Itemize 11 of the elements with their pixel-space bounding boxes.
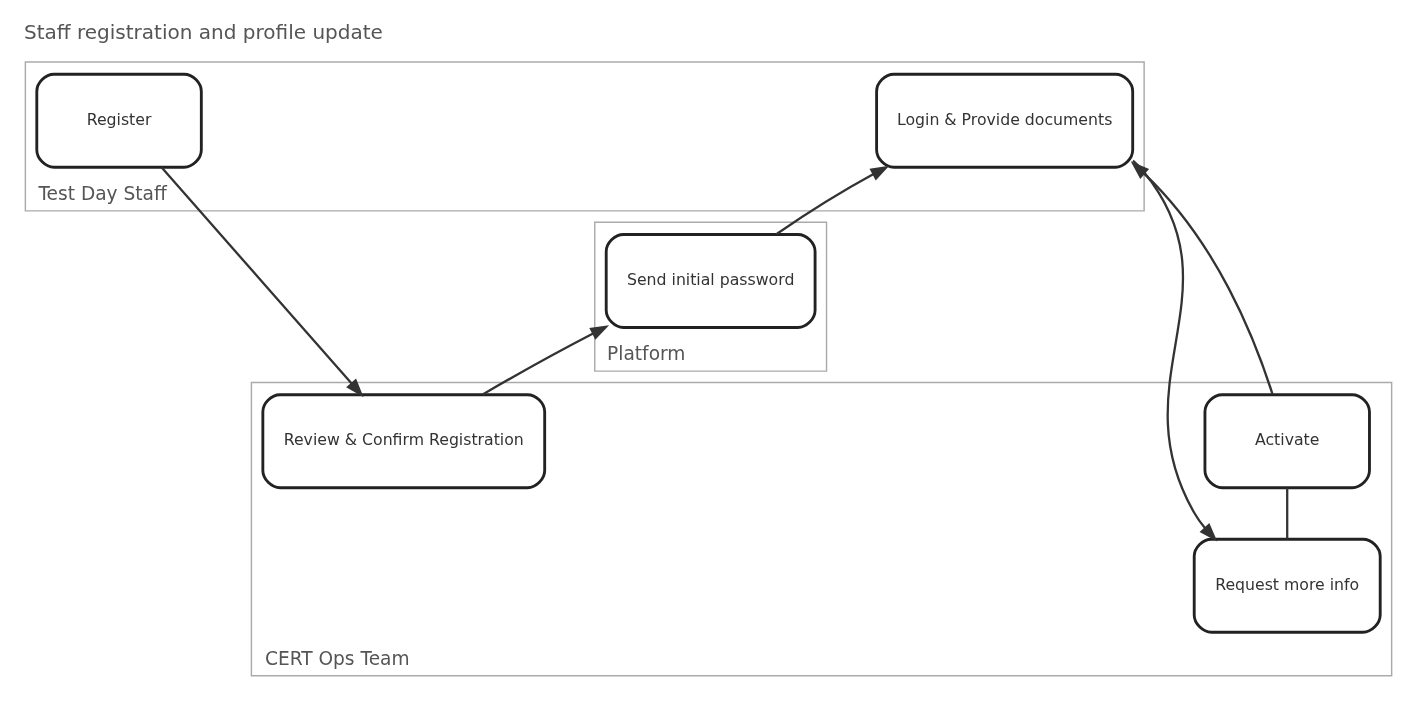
arrow (160, 166, 364, 398)
arrow (775, 165, 890, 236)
arrow (482, 325, 610, 396)
node-box: Review & Confirm Registration (261, 393, 547, 490)
node-box: Activate (1203, 393, 1371, 490)
node-box: Request more info (1192, 537, 1382, 634)
node-box: Login & Provide documents (875, 72, 1135, 169)
connector (1286, 487, 1289, 539)
node-box: Send initial password (604, 233, 817, 329)
diagram-title: Staff registration and profile update (24, 20, 383, 45)
node-box: Register (35, 72, 203, 169)
